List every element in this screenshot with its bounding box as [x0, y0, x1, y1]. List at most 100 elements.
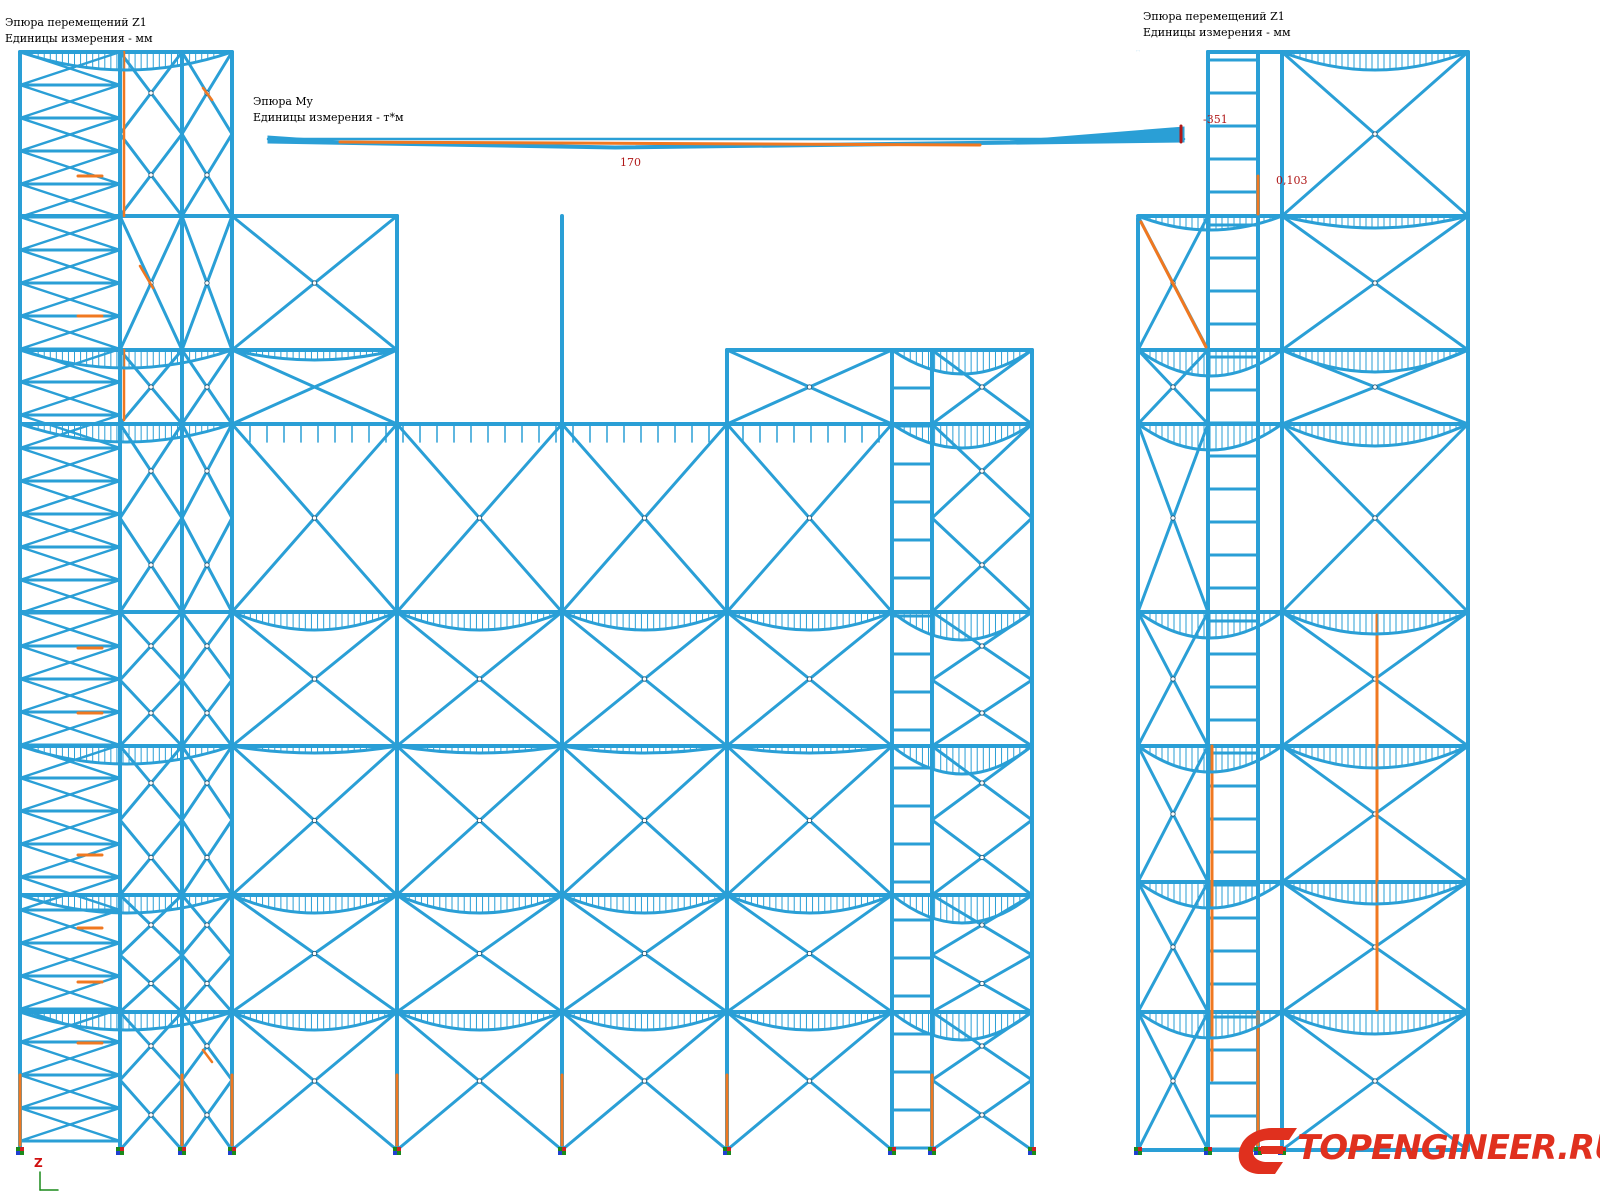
displacement-curve	[726, 744, 893, 755]
displacement-curve	[1281, 1010, 1469, 1036]
support-marker	[562, 1151, 566, 1155]
displacement-curve	[396, 1010, 563, 1032]
diagonal	[18, 776, 122, 813]
node	[148, 780, 154, 786]
diagonal	[18, 50, 122, 87]
displacement-curve	[396, 610, 563, 632]
supports	[16, 1147, 1286, 1191]
support-marker	[1204, 1147, 1208, 1151]
node	[311, 950, 318, 957]
displacement-curve	[19, 50, 233, 72]
diagonal	[18, 314, 122, 351]
highlight-member	[201, 1048, 214, 1064]
support-marker	[1028, 1151, 1032, 1155]
highlight-member	[1139, 220, 1208, 349]
highlight-member	[138, 264, 155, 290]
node	[979, 643, 985, 649]
node	[204, 1112, 210, 1118]
node	[979, 384, 985, 390]
support-marker	[1258, 1147, 1262, 1151]
node	[806, 515, 813, 521]
support-marker	[232, 1151, 236, 1155]
node	[204, 280, 210, 286]
right-diagram-title: Эпюра перемещений Z1	[1143, 10, 1285, 23]
node	[204, 384, 210, 390]
node	[1372, 384, 1378, 390]
node	[806, 384, 813, 390]
diagonal	[18, 578, 122, 615]
node	[979, 922, 985, 928]
displacement-curve	[561, 1010, 728, 1032]
displacement-curve	[1281, 744, 1469, 770]
support-marker	[1282, 1147, 1286, 1151]
node	[641, 676, 648, 682]
node	[204, 468, 210, 474]
frame-members	[18, 50, 1470, 1152]
diagonal	[18, 347, 122, 384]
node	[311, 817, 318, 824]
support-marker	[1258, 1151, 1262, 1155]
node	[1170, 676, 1176, 682]
diagonal	[18, 1040, 122, 1077]
displacement-curve	[891, 422, 1033, 450]
node	[148, 980, 154, 987]
diagonal	[18, 941, 122, 978]
diagonal	[18, 512, 122, 549]
displacement-curve	[891, 893, 1033, 925]
displacement-curve	[726, 610, 893, 632]
support-marker	[1134, 1147, 1138, 1151]
diagonal	[18, 677, 122, 714]
support-marker	[182, 1147, 186, 1151]
moment-mid-value: 170	[620, 156, 641, 169]
node	[148, 710, 154, 716]
node	[204, 710, 210, 716]
node	[476, 676, 483, 682]
node	[311, 515, 318, 521]
displacement-curve	[19, 1010, 233, 1032]
node	[148, 172, 154, 178]
diagonal	[18, 1106, 122, 1143]
support-marker	[892, 1151, 896, 1155]
node	[1170, 1078, 1176, 1084]
support-marker	[562, 1147, 566, 1151]
logo-mark-icon	[1238, 1128, 1297, 1174]
support-marker	[1028, 1147, 1032, 1151]
support-marker	[116, 1151, 120, 1155]
node	[641, 817, 648, 824]
support-marker	[16, 1147, 20, 1151]
node	[1372, 131, 1378, 137]
node	[204, 562, 210, 568]
node	[204, 172, 210, 178]
node	[204, 922, 210, 928]
node	[204, 980, 210, 987]
displacement-curve	[231, 744, 398, 755]
diagonal	[18, 710, 122, 747]
diagonal	[18, 875, 122, 912]
displacement-curve	[19, 348, 233, 370]
node	[979, 1112, 985, 1118]
node	[1170, 515, 1176, 521]
displacement-curve	[1281, 348, 1469, 374]
diagonal	[18, 842, 122, 879]
node	[148, 1043, 154, 1049]
node	[806, 950, 813, 957]
support-marker	[20, 1151, 24, 1155]
displacement-curve	[726, 893, 893, 915]
displacement-curve	[726, 1010, 893, 1032]
support-marker	[928, 1151, 932, 1155]
moment-diagram-units: Единицы измерения - т*м	[253, 111, 404, 124]
node	[476, 950, 483, 957]
support-marker	[558, 1151, 562, 1155]
displacement-curve	[891, 348, 1033, 376]
node	[979, 980, 985, 987]
moment-highlight	[338, 140, 982, 147]
support-marker	[116, 1147, 120, 1151]
support-marker	[228, 1151, 232, 1155]
node	[148, 90, 154, 96]
node	[311, 676, 318, 682]
support-marker	[178, 1151, 182, 1155]
support-marker	[182, 1151, 186, 1155]
node	[979, 780, 985, 786]
displacement-curve	[231, 610, 398, 632]
left-diagram-title: Эпюра перемещений Z1	[5, 16, 147, 29]
